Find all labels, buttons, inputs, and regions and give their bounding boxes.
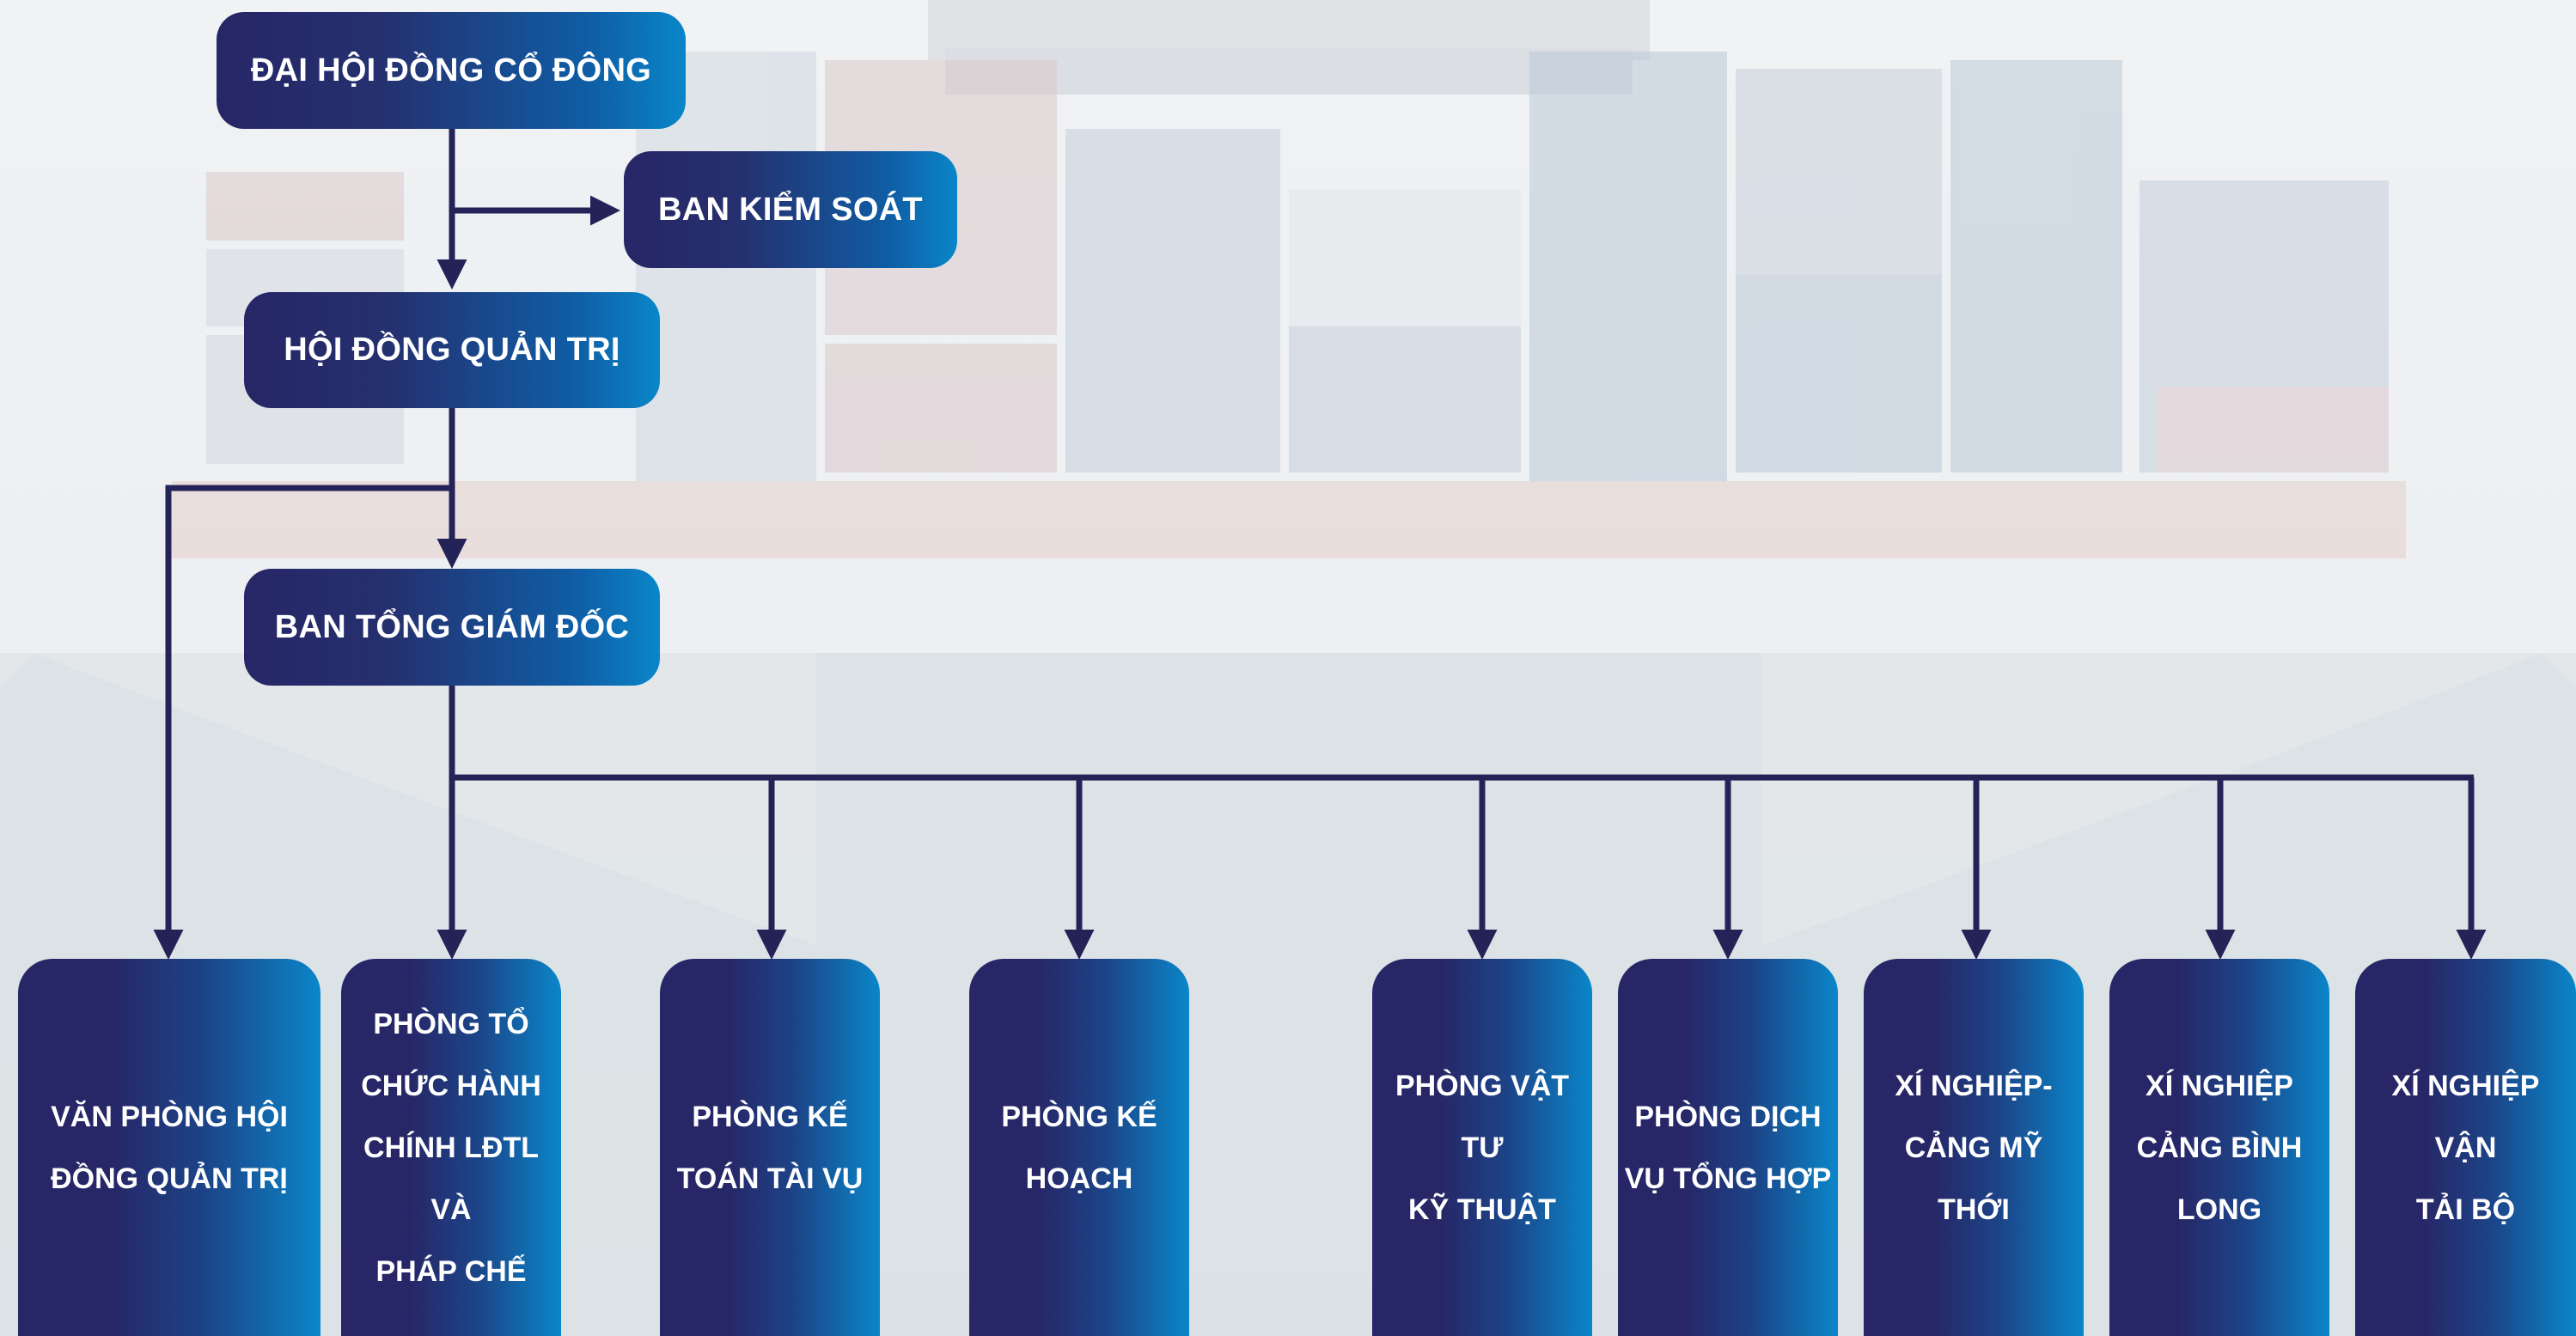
dept-label-line: PHÒNG DỊCH xyxy=(1634,1100,1822,1133)
dept-label-line: VỤ TỔNG HỢP xyxy=(1624,1162,1832,1195)
dept-label-line: XÍ NGHIỆP xyxy=(2146,1069,2293,1102)
dept-label-line: PHÒNG VẬT TƯ xyxy=(1395,1069,1570,1164)
shareholders-node: ĐẠI HỘI ĐỒNG CỔ ĐÔNG xyxy=(217,12,686,129)
board-node: HỘI ĐỒNG QUẢN TRỊ xyxy=(244,292,660,408)
dept-label-line: XÍ NGHIỆP VẬN xyxy=(2391,1069,2540,1164)
dept-label-line: XÍ NGHIỆP- xyxy=(1895,1069,2053,1102)
dept-label-line: CẢNG MỸ THỚI xyxy=(1904,1131,2043,1226)
dept-label-line: PHÁP CHẾ xyxy=(375,1254,527,1288)
dept-general-services: PHÒNG DỊCH VỤ TỔNG HỢP xyxy=(1618,959,1838,1336)
dept-label-line: TẢI BỘ xyxy=(2415,1193,2516,1226)
dept-my-thoi-port: XÍ NGHIỆP- CẢNG MỸ THỚI xyxy=(1864,959,2084,1336)
dept-materials-technical: PHÒNG VẬT TƯ KỸ THUẬT xyxy=(1372,959,1592,1336)
dept-binh-long-port: XÍ NGHIỆP CẢNG BÌNH LONG xyxy=(2109,959,2329,1336)
dept-accounting: PHÒNG KẾ TOÁN TÀI VỤ xyxy=(660,959,880,1336)
dept-label-line: CHỨC HÀNH xyxy=(361,1069,541,1102)
dept-label-line: PHÒNG KẾ xyxy=(692,1100,848,1133)
dept-label-line: LONG xyxy=(2176,1193,2262,1226)
dept-label-line: CHÍNH LĐTL VÀ xyxy=(363,1131,539,1226)
dept-planning: PHÒNG KẾ HOẠCH xyxy=(969,959,1189,1336)
supervisory-label: BAN KIỂM SOÁT xyxy=(658,191,923,228)
shareholders-label: ĐẠI HỘI ĐỒNG CỔ ĐÔNG xyxy=(250,52,652,88)
dept-label-line: HOẠCH xyxy=(1025,1162,1133,1195)
executive-node: BAN TỔNG GIÁM ĐỐC xyxy=(244,569,660,686)
executive-label: BAN TỔNG GIÁM ĐỐC xyxy=(274,608,630,645)
dept-label-line: PHÒNG KẾ xyxy=(1001,1100,1157,1133)
supervisory-node: BAN KIỂM SOÁT xyxy=(624,151,957,268)
dept-label-line: VĂN PHÒNG HỘI xyxy=(51,1100,288,1133)
dept-board-office: VĂN PHÒNG HỘI ĐỒNG QUẢN TRỊ xyxy=(18,959,320,1336)
dept-road-transport: XÍ NGHIỆP VẬN TẢI BỘ xyxy=(2355,959,2576,1336)
dept-label-line: ĐỒNG QUẢN TRỊ xyxy=(51,1162,288,1195)
dept-organization-admin: PHÒNG TỔ CHỨC HÀNH CHÍNH LĐTL VÀ PHÁP CH… xyxy=(341,959,561,1336)
dept-label-line: PHÒNG TỔ xyxy=(373,1007,529,1040)
dept-label-line: CẢNG BÌNH xyxy=(2136,1131,2303,1164)
dept-label-line: KỸ THUẬT xyxy=(1408,1193,1556,1226)
dept-label-line: TOÁN TÀI VỤ xyxy=(676,1162,864,1195)
board-label: HỘI ĐỒNG QUẢN TRỊ xyxy=(284,332,620,368)
